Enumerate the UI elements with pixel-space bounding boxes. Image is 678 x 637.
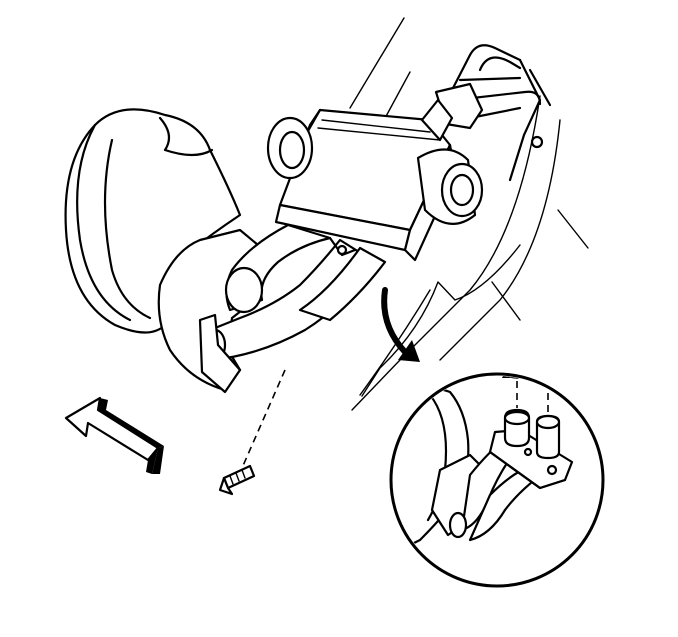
- detail-callout-arrow: [381, 287, 420, 362]
- hose-bracket: [198, 313, 242, 394]
- retaining-screw: [218, 369, 286, 496]
- heater-hoses: [203, 223, 387, 362]
- direction-arrow: [64, 396, 164, 474]
- upper-tubes: [450, 44, 552, 182]
- detail-view-circle: [389, 372, 605, 588]
- heater-core-assembly: [266, 82, 484, 262]
- hose-end-upper: [224, 266, 264, 314]
